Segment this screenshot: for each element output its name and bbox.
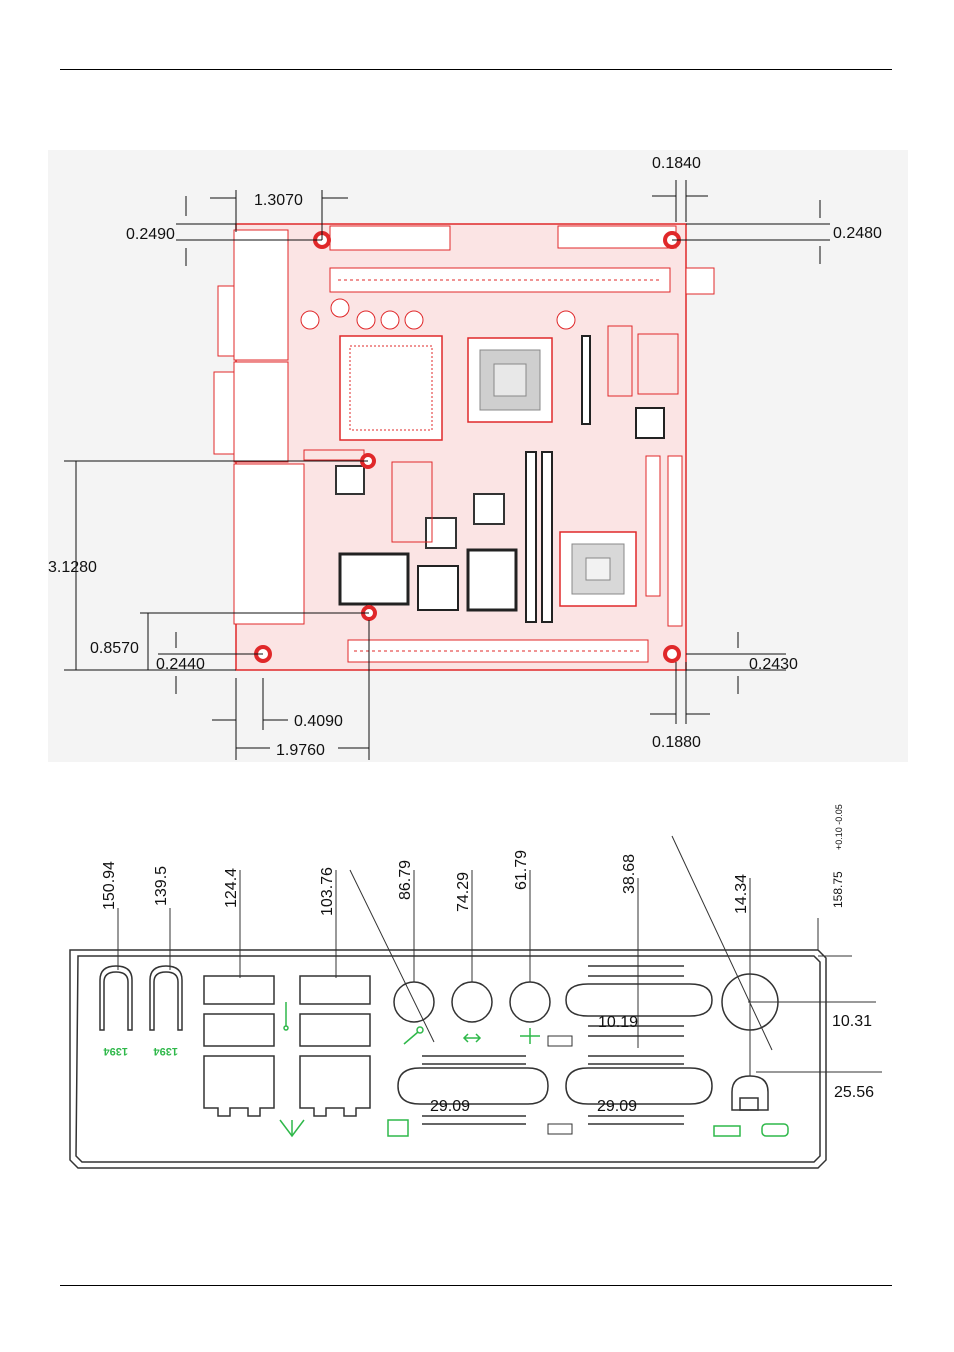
dim-bottom-right-x: 0.1880 bbox=[652, 734, 701, 751]
audio-jack-2 bbox=[451, 981, 493, 1023]
io-dim-38-68: 38.68 bbox=[621, 854, 638, 894]
vga-port-connector bbox=[397, 1055, 549, 1125]
monitor-icon bbox=[387, 1119, 409, 1137]
dim-bottom-right-y: 0.2430 bbox=[749, 656, 798, 673]
io-dim-25-56: 25.56 bbox=[834, 1084, 874, 1101]
power-connector bbox=[731, 1075, 769, 1111]
io-dim-74-29: 74.29 bbox=[455, 872, 472, 912]
audio-jack-3 bbox=[509, 981, 551, 1023]
lan-port-2 bbox=[299, 1055, 371, 1117]
parallel-port-connector bbox=[565, 1055, 713, 1125]
firewire-label-1: 1394 bbox=[103, 1045, 128, 1057]
serial-port-connector bbox=[565, 965, 713, 1037]
io-dim-29-09-left: 29.09 bbox=[430, 1098, 470, 1115]
io-shield-figure: 1394 1394 bbox=[48, 804, 908, 1190]
dim-left-tall: 3.1280 bbox=[48, 559, 97, 576]
microphone-icon bbox=[403, 1026, 424, 1045]
board-figure: 1.3070 0.2490 0.1840 0.2480 3.1280 0.857… bbox=[48, 150, 908, 762]
firewire-port-1 bbox=[99, 965, 133, 1031]
io-dim-103-76: 103.76 bbox=[319, 867, 336, 916]
firewire-label-2: 1394 bbox=[153, 1045, 178, 1057]
io-dim-139-5: 139.5 bbox=[153, 866, 170, 906]
io-dim-150-94: 150.94 bbox=[101, 861, 118, 910]
usb-port-stack-2 bbox=[299, 975, 371, 1047]
dim-bottom-left-y: 0.2440 bbox=[156, 656, 205, 673]
io-dimension-lines bbox=[117, 835, 882, 1076]
footer-rule bbox=[60, 1285, 892, 1286]
mounting-hole-bottom-right bbox=[663, 645, 681, 663]
firewire-port-2 bbox=[149, 965, 183, 1031]
io-shield-plate bbox=[69, 949, 827, 1169]
dim-top-right-x: 0.1840 bbox=[652, 155, 701, 172]
dim-top-right-y: 0.2480 bbox=[833, 225, 882, 242]
line-in-icon bbox=[462, 1033, 482, 1043]
ps2-port bbox=[721, 973, 779, 1031]
io-dim-61-79: 61.79 bbox=[513, 850, 530, 890]
dim-bottom-left-x: 0.4090 bbox=[294, 713, 343, 730]
audio-jack-1 bbox=[393, 981, 435, 1023]
header-rule bbox=[60, 69, 892, 70]
pcb-board bbox=[213, 223, 715, 671]
io-dim-10-31: 10.31 bbox=[832, 1013, 872, 1030]
io-dim-tolerance: +0.10 -0.05 bbox=[834, 804, 844, 850]
io-dim-14-34: 14.34 bbox=[733, 874, 750, 914]
io-dim-29-09-right: 29.09 bbox=[597, 1098, 637, 1115]
dim-top-hole-x: 1.3070 bbox=[254, 192, 303, 209]
usb-icon bbox=[283, 1002, 289, 1031]
io-dim-124-4: 124.4 bbox=[223, 868, 240, 908]
line-out-icon bbox=[520, 1028, 540, 1044]
lan-port-1 bbox=[203, 1055, 275, 1117]
dimension-lines bbox=[64, 180, 830, 760]
dim-top-left-y: 0.2490 bbox=[126, 226, 175, 243]
network-icon bbox=[279, 1119, 305, 1138]
io-dim-158-75: 158.75 bbox=[831, 871, 845, 908]
io-dim-10-19: 10.19 bbox=[598, 1014, 638, 1031]
serial-icon-top bbox=[547, 1035, 573, 1047]
dim-bottom-mid-x: 1.9760 bbox=[276, 742, 325, 759]
dim-left-mid: 0.8570 bbox=[90, 640, 139, 657]
keyboard-icon bbox=[713, 1123, 789, 1137]
io-dim-86-79: 86.79 bbox=[397, 860, 414, 900]
serial-icon-bottom bbox=[547, 1123, 573, 1135]
usb-port-stack-1 bbox=[203, 975, 275, 1047]
